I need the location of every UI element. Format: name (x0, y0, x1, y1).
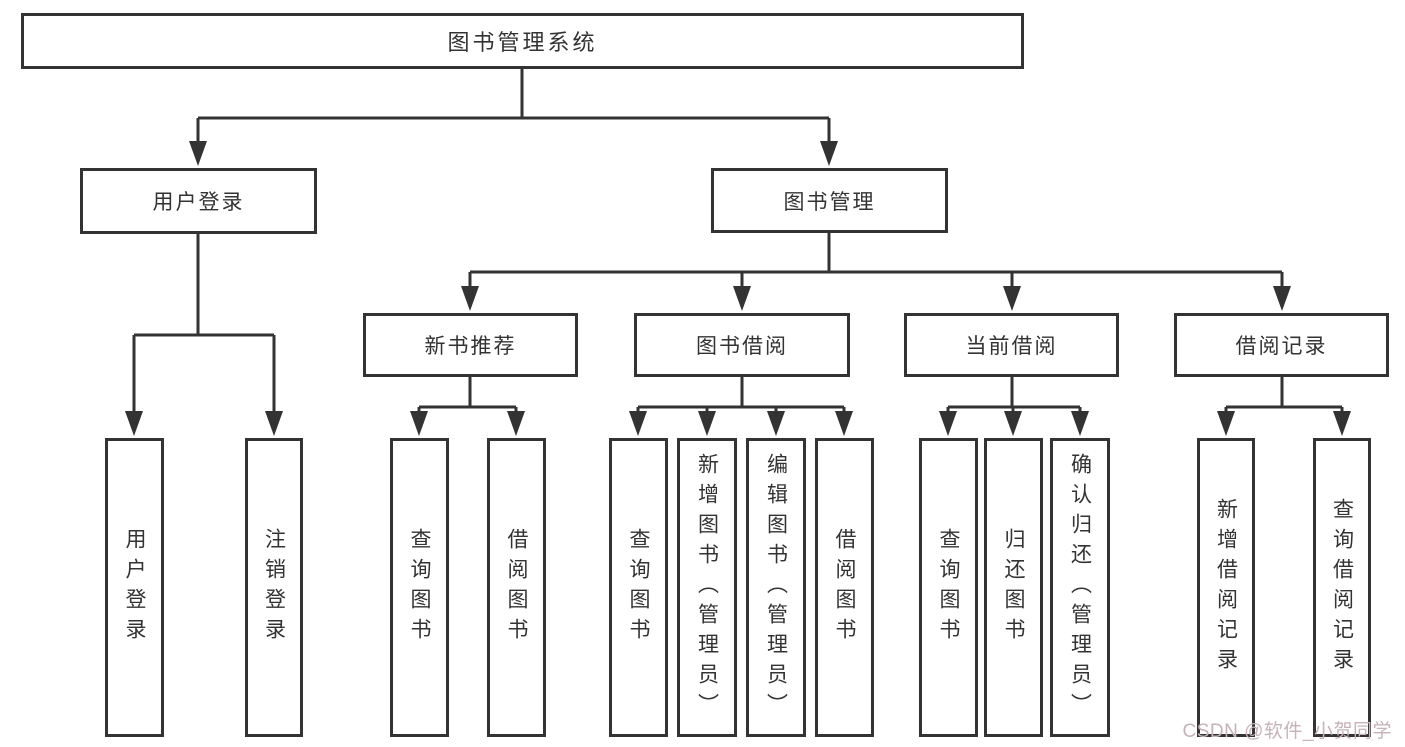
leaf-nbr-query-books: 查询图书 (390, 438, 449, 737)
leaf-bb-borrow-books: 借阅图书 (815, 438, 874, 737)
csdn-watermark: CSDN @软件_小贺同学 (1182, 721, 1392, 742)
arrowhead-icon (629, 411, 647, 436)
connector-paths (132, 69, 1344, 414)
leaf-bb-query-books: 查询图书 (609, 438, 668, 737)
arrowhead-icon (189, 141, 207, 166)
node-user-login: 用户登录 (80, 168, 317, 234)
node-borrow-records-label: 借阅记录 (1235, 335, 1328, 358)
leaf-bb-add-books-admin: 新增图书（管理员） (677, 438, 737, 737)
node-root-label: 图书管理系统 (447, 30, 598, 55)
leaf-cb-query-books: 查询图书 (919, 438, 978, 737)
leaf-bb-query-books-label: 查询图书 (627, 527, 650, 648)
node-book-management: 图书管理 (711, 168, 948, 233)
arrowhead-icon (698, 411, 716, 436)
leaf-logout-label: 注销登录 (262, 527, 286, 648)
arrowhead-icon (733, 286, 751, 311)
arrowhead-icons (125, 141, 1351, 436)
leaf-nbr-query-books-label: 查询图书 (408, 527, 431, 648)
node-user-login-label: 用户登录 (152, 191, 245, 214)
node-book-borrow: 图书借阅 (634, 313, 850, 377)
node-new-book-recommend: 新书推荐 (363, 313, 578, 377)
arrowhead-icon (835, 411, 853, 436)
arrowhead-icon (1273, 286, 1291, 311)
node-new-book-recommend-label: 新书推荐 (424, 335, 517, 358)
node-root-system: 图书管理系统 (21, 13, 1024, 69)
arrowhead-icon (1004, 411, 1022, 436)
arrowhead-icon (125, 411, 143, 436)
leaf-bb-borrow-books-label: 借阅图书 (833, 527, 856, 648)
node-current-borrow-label: 当前借阅 (965, 335, 1058, 358)
leaf-nbr-borrow-books-label: 借阅图书 (505, 527, 528, 648)
leaf-br-query-record: 查询借阅记录 (1313, 438, 1371, 737)
arrowhead-icon (1333, 411, 1351, 436)
leaf-logout: 注销登录 (245, 438, 303, 737)
leaf-nbr-borrow-books: 借阅图书 (487, 438, 546, 737)
arrowhead-icon (410, 411, 428, 436)
leaf-br-query-record-label: 查询借阅记录 (1330, 497, 1354, 678)
leaf-br-add-record-label: 新增借阅记录 (1214, 497, 1238, 678)
arrowhead-icon (265, 411, 283, 436)
leaf-bb-add-books-admin-label: 新增图书（管理员） (695, 452, 719, 723)
leaf-cb-return-books: 归还图书 (984, 438, 1043, 737)
leaf-bb-edit-books-admin: 编辑图书（管理员） (746, 438, 806, 737)
node-borrow-records: 借阅记录 (1174, 313, 1389, 377)
arrowhead-icon (1071, 411, 1089, 436)
leaf-cb-query-books-label: 查询图书 (937, 527, 960, 648)
leaf-bb-edit-books-admin-label: 编辑图书（管理员） (764, 452, 788, 723)
leaf-cb-return-books-label: 归还图书 (1002, 527, 1025, 648)
arrowhead-icon (1217, 411, 1235, 436)
arrowhead-icon (767, 411, 785, 436)
node-book-borrow-label: 图书借阅 (696, 335, 788, 358)
leaf-cb-confirm-return-admin-label: 确认归还（管理员） (1068, 452, 1092, 723)
arrowhead-icon (939, 411, 957, 436)
leaf-user-login: 用户登录 (105, 438, 164, 737)
node-current-borrow: 当前借阅 (904, 313, 1119, 377)
arrowhead-icon (507, 411, 525, 436)
arrowhead-icon (820, 141, 838, 166)
arrowhead-icon (1003, 286, 1021, 311)
arrowhead-icon (461, 286, 479, 311)
leaf-br-add-record: 新增借阅记录 (1197, 438, 1255, 737)
leaf-cb-confirm-return-admin: 确认归还（管理员） (1050, 438, 1110, 737)
node-book-management-label: 图书管理 (783, 190, 876, 214)
leaf-user-login-label: 用户登录 (123, 527, 146, 648)
